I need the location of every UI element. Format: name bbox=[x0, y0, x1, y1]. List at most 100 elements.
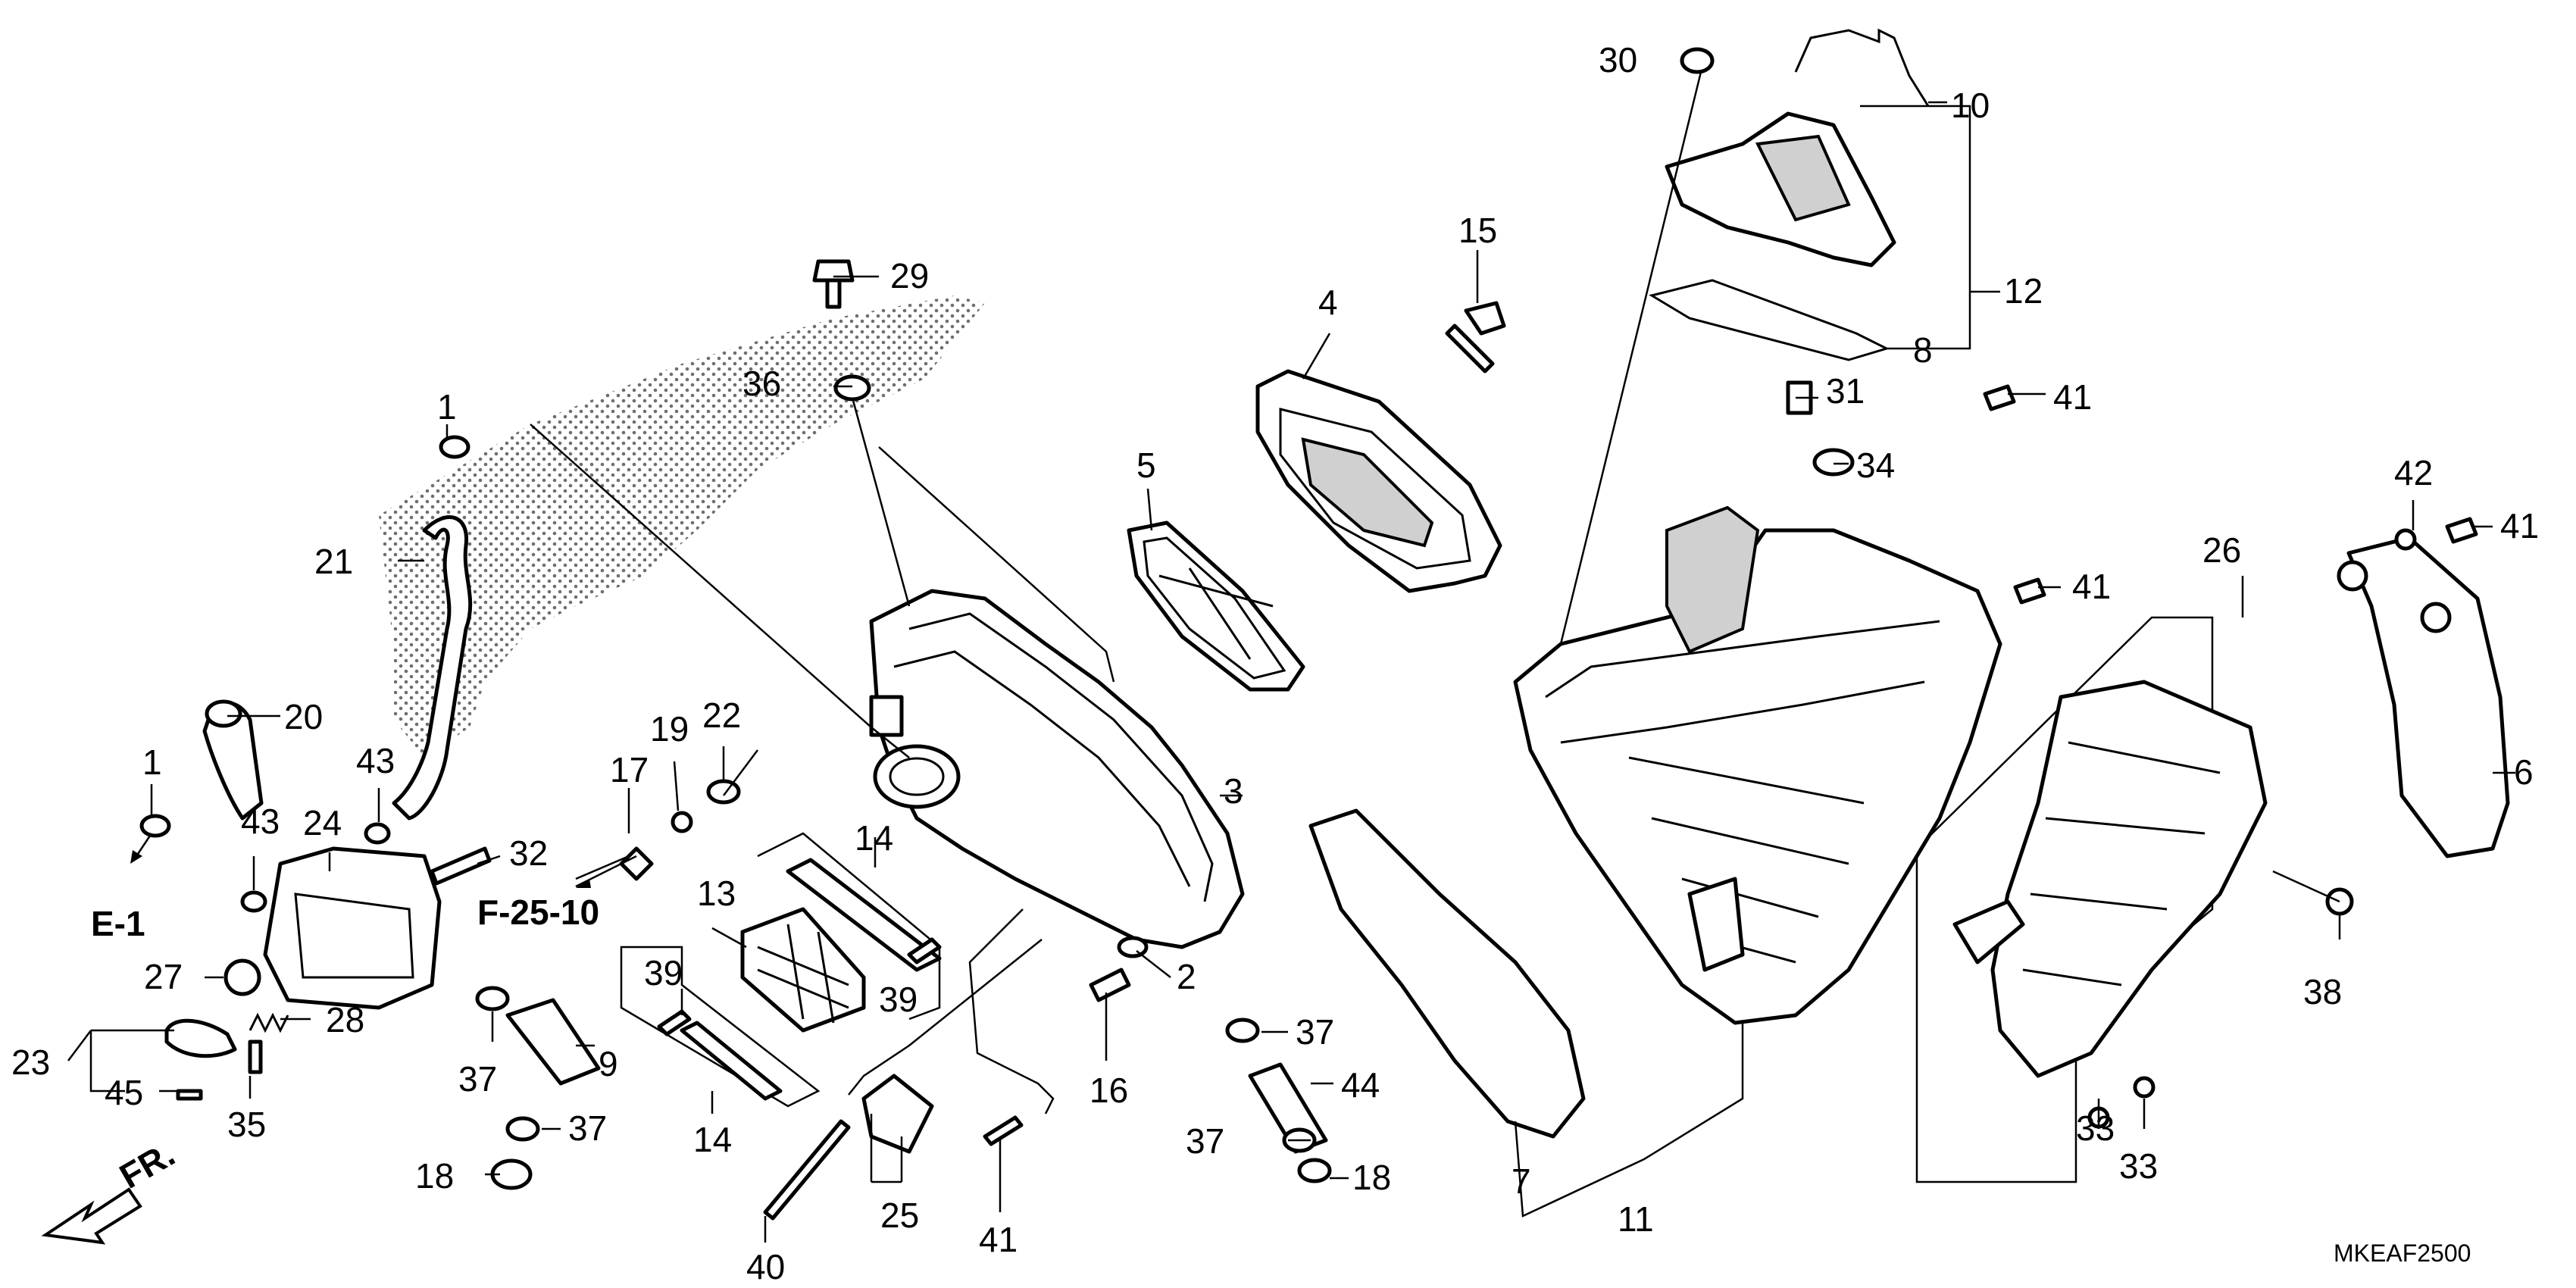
f25-arrowhead bbox=[576, 879, 591, 888]
callout-12: 12 bbox=[2004, 271, 2043, 311]
e1-arrowhead bbox=[130, 850, 142, 864]
clip-43b bbox=[240, 890, 267, 913]
bolt-32 bbox=[430, 846, 492, 886]
callout-38: 38 bbox=[2303, 972, 2342, 1011]
callout-37a: 37 bbox=[1296, 1012, 1334, 1052]
valve-16 bbox=[1089, 968, 1131, 1002]
clip-1a bbox=[439, 435, 470, 459]
callout-20: 20 bbox=[284, 697, 323, 736]
callout-19: 19 bbox=[650, 709, 689, 749]
plate-14b bbox=[680, 1021, 783, 1101]
callout-31: 31 bbox=[1826, 371, 1865, 411]
callout-41c: 41 bbox=[2500, 506, 2539, 546]
clip-37a bbox=[1225, 1018, 1260, 1043]
hose-20-end bbox=[205, 699, 242, 728]
case-3-duct-inner bbox=[889, 757, 945, 796]
callout-34: 34 bbox=[1856, 445, 1895, 485]
clip-43a bbox=[364, 822, 391, 845]
pin-45 bbox=[176, 1089, 203, 1101]
callout-32: 32 bbox=[509, 833, 548, 873]
front-arrow-label: FR. bbox=[113, 1134, 181, 1196]
callout-7: 7 bbox=[1512, 1161, 1531, 1201]
callout-22: 22 bbox=[702, 696, 741, 735]
seal-7 bbox=[1308, 808, 1586, 1139]
washer-34 bbox=[1812, 448, 1855, 477]
leader-lines bbox=[67, 71, 2515, 1243]
callout-8: 8 bbox=[1913, 330, 1933, 370]
callout-25: 25 bbox=[880, 1196, 919, 1235]
callout-30: 30 bbox=[1599, 40, 1637, 80]
plug-18b bbox=[1297, 1158, 1332, 1183]
group-26-box bbox=[1915, 616, 2214, 1183]
gasket-8 bbox=[1649, 279, 1890, 361]
reference-e1: E-1 bbox=[91, 904, 145, 943]
reed-valve-13-grid bbox=[757, 924, 849, 1024]
reed-valve-13 bbox=[740, 907, 866, 1033]
side-cover-6-grommet-b bbox=[2420, 602, 2452, 633]
callout-42: 42 bbox=[2394, 453, 2433, 492]
callout-44: 44 bbox=[1341, 1065, 1380, 1105]
case-3-rim-inner bbox=[893, 650, 1191, 887]
wire-10 bbox=[1794, 28, 1930, 107]
reference-f25-10: F-25-10 bbox=[477, 893, 599, 932]
case-11-rim bbox=[1545, 620, 1940, 744]
clip-37d bbox=[505, 1116, 540, 1142]
joint-17 bbox=[619, 846, 654, 881]
clip-2 bbox=[1117, 936, 1149, 958]
grommet-22 bbox=[706, 779, 741, 805]
air-element-4-inner bbox=[1279, 408, 1471, 570]
pin-35 bbox=[248, 1039, 263, 1074]
screw-30 bbox=[1680, 47, 1715, 74]
callout-43b: 43 bbox=[241, 802, 280, 841]
cover-12-vents bbox=[1755, 134, 1851, 222]
clip-33b bbox=[2133, 1076, 2156, 1099]
side-cover-6 bbox=[2346, 536, 2510, 858]
callout-24: 24 bbox=[303, 803, 342, 843]
drain-25 bbox=[861, 1074, 934, 1154]
callout-41b: 41 bbox=[2072, 567, 2111, 606]
plate-14a bbox=[786, 858, 942, 972]
case-3-rim bbox=[908, 612, 1214, 902]
case-3-duct bbox=[873, 744, 961, 809]
callout-37b: 37 bbox=[1186, 1121, 1224, 1161]
callout-5: 5 bbox=[1136, 445, 1156, 485]
callout-13: 13 bbox=[697, 874, 736, 913]
callout-15: 15 bbox=[1458, 211, 1497, 250]
front-arrow: FR. bbox=[41, 1134, 181, 1245]
callout-45: 45 bbox=[105, 1073, 143, 1112]
callout-28: 28 bbox=[326, 1000, 364, 1039]
callout-27: 27 bbox=[144, 957, 183, 996]
callout-2: 2 bbox=[1177, 957, 1196, 996]
callout-3: 3 bbox=[1224, 771, 1243, 811]
screw-15-head bbox=[1464, 301, 1506, 336]
sub-tank-24 bbox=[263, 846, 442, 1010]
callout-4: 4 bbox=[1318, 283, 1338, 322]
callout-17: 17 bbox=[610, 750, 649, 789]
ring-27 bbox=[224, 958, 261, 996]
callout-14b: 14 bbox=[693, 1120, 732, 1159]
bolt-40 bbox=[763, 1119, 851, 1221]
case-3-tab bbox=[869, 695, 904, 737]
screw-41b bbox=[2013, 577, 2046, 605]
callout-26: 26 bbox=[2202, 530, 2241, 570]
callout-41a: 41 bbox=[2053, 377, 2092, 417]
callout-6: 6 bbox=[2514, 752, 2534, 792]
case-11-boss bbox=[1687, 877, 1745, 972]
screw-39a bbox=[657, 1009, 692, 1036]
breather-hose-21 bbox=[392, 515, 473, 821]
side-cover-6-grommet-a bbox=[2337, 560, 2368, 592]
screw-41d bbox=[983, 1115, 1024, 1146]
callout-39a: 39 bbox=[644, 953, 683, 993]
clip-37c bbox=[475, 986, 510, 1011]
callout-10: 10 bbox=[1951, 86, 1990, 125]
clip-1b bbox=[139, 814, 171, 838]
callout-23: 23 bbox=[11, 1043, 50, 1082]
case-11-inner-wall bbox=[1665, 505, 1760, 654]
air-element-4-foam bbox=[1301, 437, 1434, 548]
callout-9: 9 bbox=[599, 1044, 618, 1083]
sub-tank-24-face bbox=[294, 893, 414, 979]
callout-1a: 1 bbox=[437, 387, 457, 427]
collar-36 bbox=[833, 374, 871, 402]
callout-1b: 1 bbox=[142, 742, 162, 782]
spring-28 bbox=[249, 1012, 289, 1033]
